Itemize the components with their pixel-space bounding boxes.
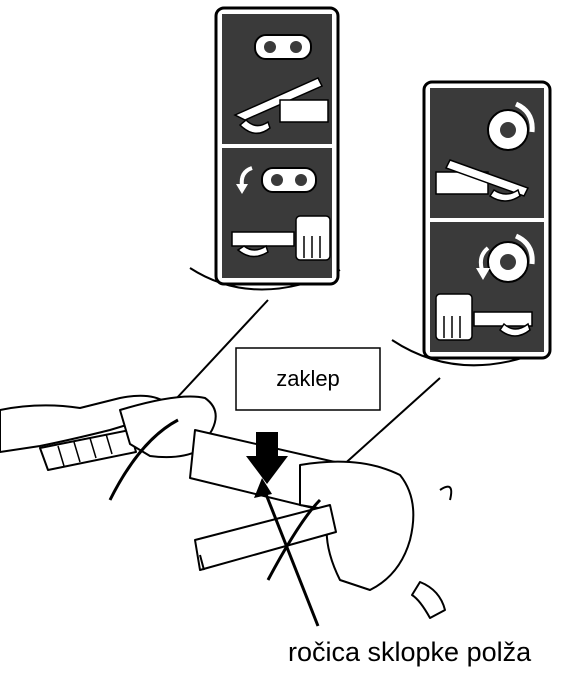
- right-cable: [266, 498, 322, 581]
- lever-released-right-icon: [435, 159, 530, 202]
- lever-released-icon: [233, 77, 329, 134]
- right-instruction-panel: [422, 80, 552, 360]
- lock-push-arrow: [246, 432, 288, 484]
- auger-rotating-icon: [476, 233, 535, 283]
- left-cable: [108, 418, 179, 501]
- left-callout-leader: [174, 299, 269, 401]
- lever-pointer-arrowhead: [254, 478, 272, 498]
- wire-loop: [439, 485, 453, 501]
- lock-open-icon: [254, 34, 312, 60]
- handlebar-drawing: [0, 394, 453, 619]
- lever-fitting: [411, 581, 446, 619]
- right-callout-leader: [339, 377, 441, 469]
- right-handle-housing: [299, 460, 415, 591]
- left-instruction-panel: [214, 6, 340, 286]
- right-grip: [194, 504, 337, 571]
- panel-right-top: [430, 88, 544, 218]
- auger-stopped-icon: [487, 101, 535, 151]
- hand-squeeze-lever-icon: [231, 215, 331, 261]
- lock-label-box: [235, 347, 381, 411]
- lever-label: ročica sklopke polža: [288, 637, 532, 667]
- lever-pointer-line: [260, 483, 320, 627]
- left-grip: [39, 429, 137, 471]
- lock-rotate-arrow-icon: [236, 166, 317, 194]
- lock-label: zaklep: [276, 366, 340, 391]
- hand-squeeze-right-icon: [435, 293, 533, 341]
